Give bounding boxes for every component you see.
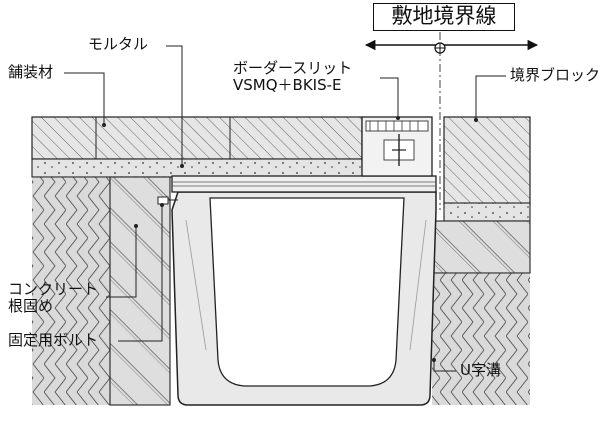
- fixing-bolt: [157, 196, 169, 205]
- fixing-bolt-label: 固定用ボルト: [8, 331, 99, 349]
- u-channel-inner: [209, 197, 405, 387]
- u-channel-label: U字溝: [460, 361, 501, 379]
- paving-layer: [31, 116, 363, 160]
- mortar-label: モルタル: [88, 35, 149, 53]
- paving-material-label: 舗装材: [8, 63, 54, 81]
- grating-frame: [171, 175, 437, 193]
- concrete-bedding-line1: コンクリート: [8, 280, 99, 298]
- boundary-block: [443, 116, 531, 206]
- border-slit-name: ボーダースリット: [233, 59, 353, 77]
- concrete-bedding-line2: 根固め: [8, 297, 54, 316]
- boundary-title: 敷地境界線: [373, 3, 515, 31]
- border-slit-label: ボーダースリット VSMQ＋BKIS-E: [233, 59, 353, 95]
- boundary-block-label: 境界ブロック: [510, 66, 600, 84]
- border-slit-model: VSMQ＋BKIS-E: [233, 76, 342, 95]
- concrete-bedding-left: [109, 176, 171, 406]
- concrete-bedding-label: コンクリート 根固め: [8, 280, 99, 316]
- mortar-layer: [31, 158, 363, 178]
